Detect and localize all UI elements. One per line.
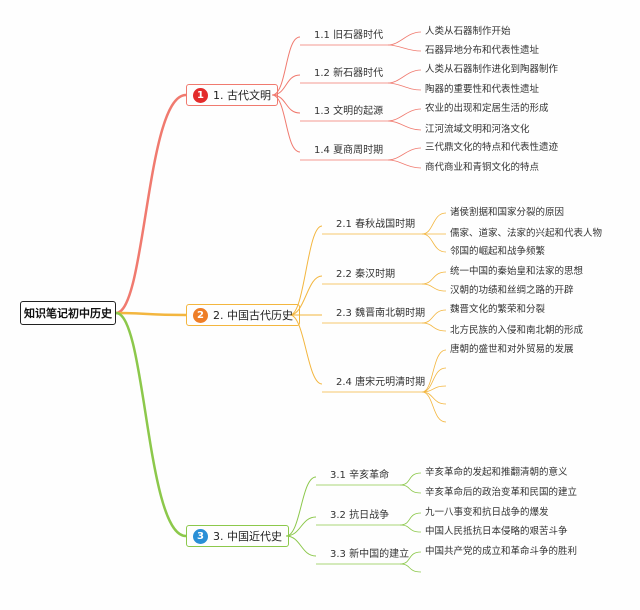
topic-label: 2. 中国古代历史 xyxy=(213,309,293,322)
connector-sub-leaf-2-1-3 xyxy=(421,233,447,253)
subtopic-1-3[interactable]: 1.3 文明的起源 xyxy=(314,106,384,117)
leaf-3-1-1[interactable]: 辛亥革命的发起和推翻清朝的意义 xyxy=(425,467,568,478)
connector-sub-leaf-1-2-1 xyxy=(387,69,422,84)
connector-sub-leaf-2-3-2 xyxy=(421,322,447,332)
subtopic-3-1[interactable]: 3.1 辛亥革命 xyxy=(330,470,390,481)
connector-sub-leaf-1-1-1 xyxy=(387,31,422,46)
connector-sub-leaf-2-4-2 xyxy=(421,367,447,393)
topic-label: 1. 古代文明 xyxy=(213,89,271,102)
topic-node-1[interactable]: 1 1. 古代文明 xyxy=(186,84,278,106)
leaf-2-1-1[interactable]: 诸侯割据和国家分裂的原因 xyxy=(450,207,565,218)
connector-sub-leaf-3-2-2 xyxy=(399,524,422,533)
topic-node-3[interactable]: 3 3. 中国近代史 xyxy=(186,525,289,547)
leaf-1-4-1[interactable]: 三代鼎文化的特点和代表性遗迹 xyxy=(425,142,559,153)
connector-sub-leaf-2-3-1 xyxy=(421,309,447,324)
subtopic-1-4[interactable]: 1.4 夏商周时期 xyxy=(314,145,384,156)
connector-sub-leaf-3-1-1 xyxy=(399,472,422,486)
leaf-3-3-1[interactable]: 中国共产党的成立和革命斗争的胜利 xyxy=(425,546,578,557)
leaf-1-3-2[interactable]: 江河流域文明和河洛文化 xyxy=(425,124,530,135)
leaf-2-2-1[interactable]: 统一中国的秦始皇和法家的思想 xyxy=(450,266,584,277)
leaf-3-1-2[interactable]: 辛亥革命后的政治变革和民国的建立 xyxy=(425,487,578,498)
leaf-1-2-1[interactable]: 人类从石器制作进化到陶器制作 xyxy=(425,64,559,75)
connector-topic-sub-3-3 xyxy=(285,535,317,557)
connector-sub-leaf-1-3-2 xyxy=(387,120,422,131)
connector-sub-leaf-2-2-1 xyxy=(421,271,447,285)
connector-sub-leaf-3-3-2 xyxy=(399,563,422,573)
subtopic-2-3[interactable]: 2.3 魏晋南北朝时期 xyxy=(336,308,426,319)
topic-number-badge: 1 xyxy=(193,87,208,103)
connector-sub-leaf-2-4-1 xyxy=(421,349,447,393)
topic-number-badge: 2 xyxy=(193,307,208,323)
connector-root-topic-3 xyxy=(115,311,187,538)
topic-node-2[interactable]: 2 2. 中国古代历史 xyxy=(186,304,300,326)
leaf-2-1-3[interactable]: 邻国的崛起和战争频繁 xyxy=(450,246,546,257)
connector-sub-leaf-2-1-1 xyxy=(421,212,447,235)
topic-number-badge: 3 xyxy=(193,528,208,544)
connector-topic-sub-1-4 xyxy=(271,94,301,153)
leaf-1-1-1[interactable]: 人类从石器制作开始 xyxy=(425,26,511,37)
connector-sub-leaf-1-4-2 xyxy=(387,159,422,169)
connector-sub-leaf-1-3-1 xyxy=(387,108,422,122)
connector-topic-sub-2-4 xyxy=(289,314,323,385)
leaf-2-1-2[interactable]: 儒家、道家、法家的兴起和代表人物 xyxy=(450,228,603,239)
leaf-2-3-1[interactable]: 魏晋文化的繁荣和分裂 xyxy=(450,304,546,315)
connector-topic-sub-3-1 xyxy=(285,476,317,537)
leaf-2-4-1[interactable]: 唐朝的盛世和对外贸易的发展 xyxy=(450,344,574,355)
leaf-3-2-1[interactable]: 九一八事变和抗日战争的爆发 xyxy=(425,507,549,518)
connector-sub-leaf-3-1-2 xyxy=(399,484,422,494)
connector-topic-sub-1-1 xyxy=(271,36,301,96)
leaf-1-4-2[interactable]: 商代商业和青铜文化的特点 xyxy=(425,162,540,173)
leaf-1-3-1[interactable]: 农业的出现和定居生活的形成 xyxy=(425,103,549,114)
connector-sub-leaf-3-2-1 xyxy=(399,512,422,526)
connector-sub-leaf-1-2-2 xyxy=(387,82,422,91)
subtopic-2-1[interactable]: 2.1 春秋战国时期 xyxy=(336,219,416,230)
leaf-1-1-2[interactable]: 石器异地分布和代表性遗址 xyxy=(425,45,540,56)
connector-topic-sub-2-2 xyxy=(289,275,323,316)
leaf-2-2-2[interactable]: 汉朝的功绩和丝绸之路的开辟 xyxy=(450,285,574,296)
connector-topic-sub-3-2 xyxy=(285,516,317,537)
subtopic-2-2[interactable]: 2.2 秦汉时期 xyxy=(336,269,396,280)
connector-sub-leaf-2-4-4 xyxy=(421,391,447,405)
connector-topic-sub-2-1 xyxy=(289,225,323,316)
connector-sub-leaf-2-2-2 xyxy=(421,283,447,292)
subtopic-3-2[interactable]: 3.2 抗日战争 xyxy=(330,510,390,521)
connector-sub-leaf-1-1-2 xyxy=(387,44,422,52)
connector-sub-leaf-3-3-1 xyxy=(399,551,422,565)
subtopic-1-2[interactable]: 1.2 新石器时代 xyxy=(314,68,384,79)
leaf-1-2-2[interactable]: 陶器的重要性和代表性遗址 xyxy=(425,84,540,95)
connector-topic-sub-1-2 xyxy=(271,74,301,96)
connector-root-topic-1 xyxy=(115,93,187,315)
subtopic-3-3[interactable]: 3.3 新中国的建立 xyxy=(330,549,410,560)
subtopic-1-1[interactable]: 1.1 旧石器时代 xyxy=(314,30,384,41)
leaf-3-2-2[interactable]: 中国人民抵抗日本侵略的艰苦斗争 xyxy=(425,526,568,537)
root-node[interactable]: 知识笔记初中历史 xyxy=(20,301,116,325)
connector-sub-leaf-2-4-5 xyxy=(421,391,447,423)
connector-sub-leaf-1-4-1 xyxy=(387,147,422,161)
leaf-2-3-2[interactable]: 北方民族的入侵和南北朝的形成 xyxy=(450,325,584,336)
connector-root-topic-2 xyxy=(115,311,187,317)
subtopic-2-4[interactable]: 2.4 唐宋元明清时期 xyxy=(336,377,426,388)
topic-label: 3. 中国近代史 xyxy=(213,530,282,543)
root-label: 知识笔记初中历史 xyxy=(24,307,112,320)
